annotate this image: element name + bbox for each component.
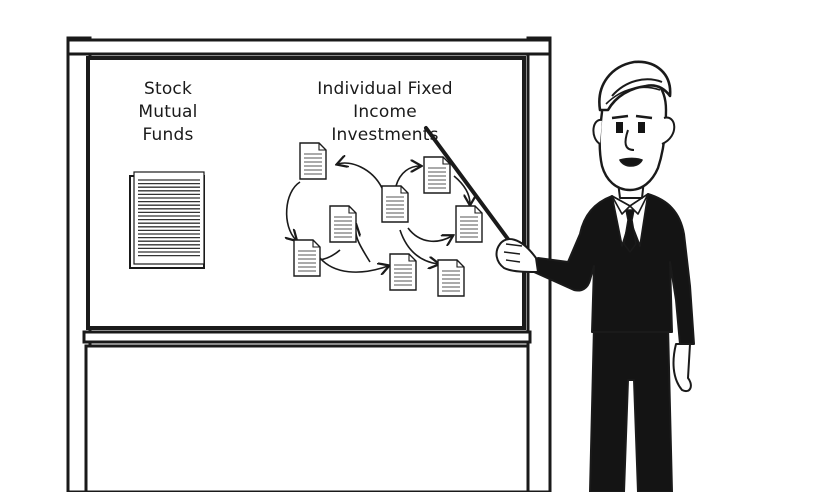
presenter-hand-right — [672, 343, 692, 392]
pointer-stick-icon — [424, 126, 518, 252]
document-icon — [455, 205, 483, 243]
stand-middle-rail — [82, 330, 532, 344]
document-stack-icon — [129, 171, 205, 269]
board-heading-stock-mutual-funds: Stock Mutual Funds — [138, 79, 198, 145]
document-icon — [299, 142, 327, 180]
board-heading-individual-fixed-income: Individual Fixed Income Investments — [317, 79, 453, 145]
stand-top-rail — [66, 38, 552, 56]
document-icon — [329, 205, 357, 243]
document-icon — [381, 185, 409, 223]
presenter-eye-left — [616, 122, 623, 133]
cycle-arrow-icon — [287, 163, 470, 272]
presenter-hair — [598, 60, 672, 112]
lower-board — [84, 344, 530, 492]
presenter-eye-right — [638, 122, 645, 133]
document-icon — [423, 156, 451, 194]
presenter-tie — [623, 209, 637, 253]
presenter-jacket — [533, 193, 695, 345]
document-icon — [389, 253, 417, 291]
document-icon — [437, 259, 465, 297]
presenter-trousers — [589, 325, 673, 492]
presenter — [495, 60, 695, 492]
document-icon — [293, 239, 321, 277]
document-icon-group — [293, 142, 483, 297]
presenter-hand-left — [495, 238, 539, 273]
